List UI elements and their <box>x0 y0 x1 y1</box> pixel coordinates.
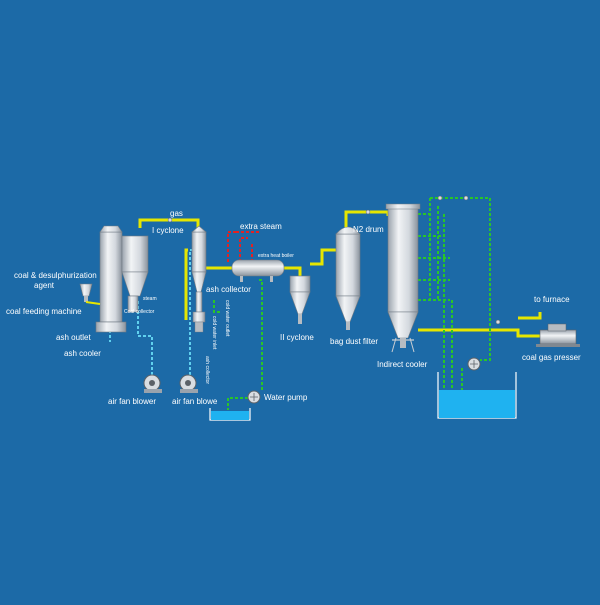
water-pump-icon <box>467 357 481 371</box>
label-ash-outlet: ash outlet <box>56 333 91 342</box>
label-ash-collector: ash collector <box>206 285 251 294</box>
label-small: steam <box>143 296 157 302</box>
steam-pipe-1 <box>227 231 236 262</box>
steam-pipe-2 <box>239 237 248 262</box>
label-ash-collector-vertical: ash collector <box>204 356 210 384</box>
label-gas: gas <box>170 209 183 218</box>
gas-compressor-icon <box>536 323 580 347</box>
label-n2-drum: N2 drum <box>353 225 384 234</box>
label-air-fan-blower-1: air fan blower <box>108 397 156 406</box>
water-pipe-cold-inlet <box>213 300 222 313</box>
air-pipe-blower1 <box>137 300 153 375</box>
label-cyclone-1: I cyclone <box>152 226 184 235</box>
gas-pipe-cyclone2-to-filter <box>310 248 336 266</box>
label-desulph-1: coal & desulphurization <box>14 271 97 280</box>
label-desulph-2: agent <box>34 281 55 290</box>
coal-hopper-icon <box>79 283 101 305</box>
label-cyclone-2: II cyclone <box>280 333 314 342</box>
gas-pipe-to-furnace <box>518 312 542 320</box>
label-bag-dust-filter: bag dust filter <box>330 337 378 346</box>
label-cold-water-inlet: cold water inlet <box>211 316 217 350</box>
water-pipe-pump-up <box>258 279 263 390</box>
indirect-cooler <box>385 203 421 353</box>
water-tank-small <box>209 408 251 421</box>
cyclone-2 <box>289 275 311 324</box>
label-indirect-cooler: Indirect cooler <box>377 360 428 369</box>
gasifier-body <box>99 231 123 323</box>
cyclone-1 <box>191 225 207 333</box>
extra-heat-boiler <box>231 259 285 282</box>
steam-pipes <box>227 231 260 262</box>
gas-pipe-boiler-to-cyclone2 <box>284 266 302 278</box>
gas-pipe-to-presser <box>418 328 540 338</box>
water-pump-icon <box>247 390 261 404</box>
gasifier-upper <box>121 235 149 273</box>
valve-icon <box>167 195 501 325</box>
water-pipe-pump-left <box>227 397 248 410</box>
gasifier-cone <box>121 271 149 297</box>
centrifugal-fan-icon <box>179 374 198 393</box>
label-cold-water-outlet: cold water outlet <box>224 300 230 337</box>
bag-dust-filter <box>335 226 361 330</box>
water-tank-large <box>437 372 517 419</box>
air-pipe-blower2 <box>189 249 196 375</box>
water-pipes <box>213 197 491 410</box>
label-coal-collector: Coal collector <box>124 309 155 315</box>
gasifier-head <box>99 225 123 233</box>
label-extra-steam: extra steam <box>240 222 282 231</box>
water-pipe-top-loop <box>430 197 491 361</box>
label-water-pump: Water pump <box>264 393 308 402</box>
gasifier <box>95 225 149 333</box>
label-ash-cooler: ash cooler <box>64 349 101 358</box>
gasifier-leg <box>127 295 139 313</box>
label-coal-feeding-machine: coal feeding machine <box>6 307 82 316</box>
label-coal-gas-presser: coal gas presser <box>522 353 581 362</box>
ash-outlet-box <box>95 321 127 333</box>
label-extra-heat-boiler: extra heat boiler <box>258 253 294 259</box>
gas-pipe-return <box>184 248 188 320</box>
centrifugal-fan-icon <box>143 374 162 393</box>
label-to-furnace: to furnace <box>534 295 570 304</box>
label-air-fan-blower-2: air fan blowe <box>172 397 218 406</box>
